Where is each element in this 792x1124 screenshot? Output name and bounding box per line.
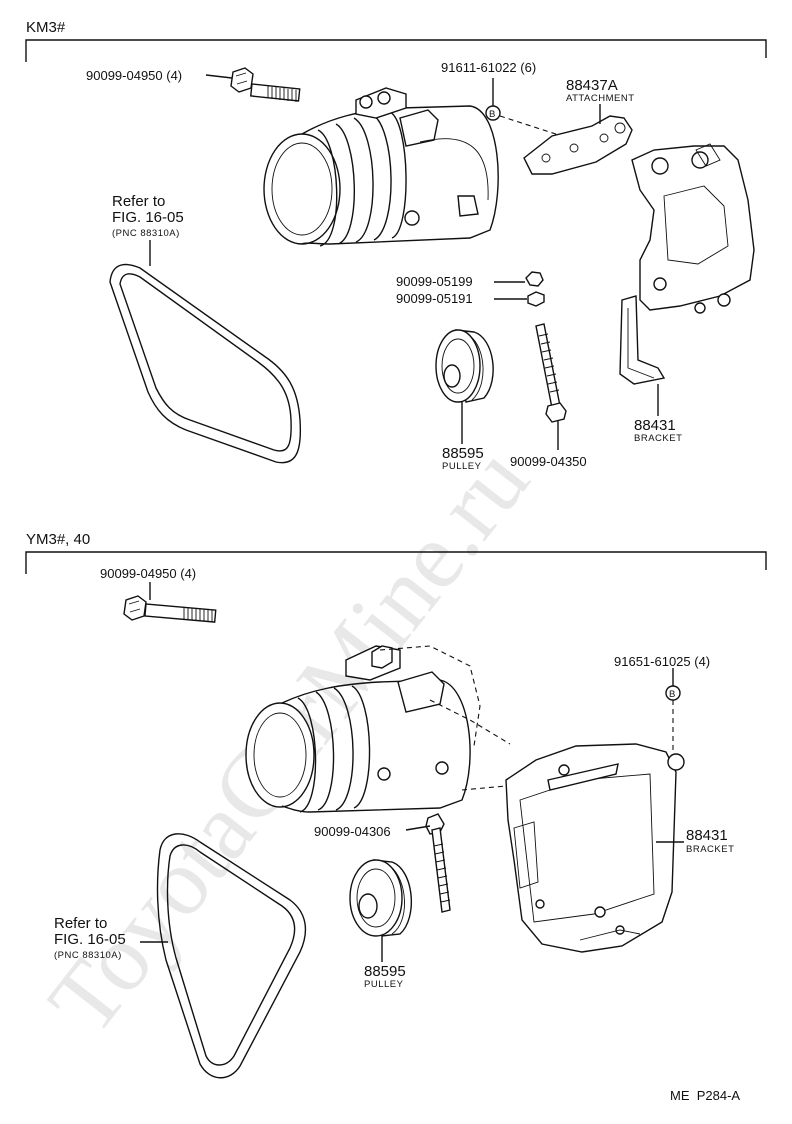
section-ym3-title: YM3#, 40 xyxy=(26,531,90,548)
ym3-bracket-part: 88431 xyxy=(686,827,728,844)
ym3-bolt-label: 90099-04950 (4) xyxy=(100,566,196,581)
ym3-long-bolt xyxy=(425,813,451,913)
km3-long-bolt-label: 90099-04350 xyxy=(510,454,587,469)
ym3-v-belt xyxy=(156,833,307,1079)
section-km3-title: KM3# xyxy=(26,19,66,36)
km3-nut-label-2: 90099-05191 xyxy=(396,291,473,306)
section-km3: KM3# 90099-04950 (4) xyxy=(25,19,767,472)
km3-bolt-label: 90099-04950 (4) xyxy=(86,68,182,83)
ym3-pulley-name: PULLEY xyxy=(364,979,404,990)
ym3-pulley xyxy=(349,859,412,937)
km3-pulley-part: 88595 xyxy=(442,445,484,462)
section-km3-frame xyxy=(25,39,767,62)
km3-bolt-90099-04950 xyxy=(230,67,301,102)
ym3-belt-ref-line1: Refer to xyxy=(54,915,107,932)
figure-code: ME P284-A xyxy=(670,1088,740,1103)
km3-v-belt xyxy=(109,263,302,464)
km3-nut-lower xyxy=(527,291,545,307)
ym3-badge-letter: B xyxy=(669,689,676,700)
km3-badge-letter: B xyxy=(489,109,496,120)
km3-attachment-name: ATTACHMENT xyxy=(566,93,635,104)
km3-attachment-part: 88437A xyxy=(566,77,618,94)
ym3-compressor xyxy=(245,645,511,813)
ym3-belt-ref-line2: FIG. 16-05 xyxy=(54,931,126,948)
ym3-bracket-name: BRACKET xyxy=(686,844,734,855)
km3-badge-part-label: 91611-61022 (6) xyxy=(441,60,536,75)
km3-compressor xyxy=(263,87,499,247)
section-ym3: YM3#, 40 90099-04950 (4) xyxy=(25,531,767,1079)
km3-bracket xyxy=(619,143,755,385)
km3-belt-ref-line1: Refer to xyxy=(112,193,165,210)
km3-pulley xyxy=(435,329,494,403)
km3-bracket-name: BRACKET xyxy=(634,433,682,444)
ym3-pulley-part: 88595 xyxy=(364,963,406,980)
km3-belt-ref-pnc: (PNC 88310A) xyxy=(112,228,180,239)
km3-attachment xyxy=(523,115,633,175)
ym3-long-bolt-label: 90099-04306 xyxy=(314,824,391,839)
km3-bracket-part: 88431 xyxy=(634,417,676,434)
km3-nut-label-1: 90099-05199 xyxy=(396,274,473,289)
km3-nut-upper xyxy=(525,271,544,287)
km3-pulley-name: PULLEY xyxy=(442,461,482,472)
ym3-bolt-90099-04950 xyxy=(123,595,217,623)
ym3-badge-part-label: 91651-61025 (4) xyxy=(614,654,710,669)
km3-long-bolt xyxy=(535,323,567,423)
km3-belt-ref-line2: FIG. 16-05 xyxy=(112,209,184,226)
section-ym3-frame xyxy=(25,551,767,574)
ym3-belt-ref-pnc: (PNC 88310A) xyxy=(54,950,122,961)
ym3-bracket xyxy=(505,743,685,953)
